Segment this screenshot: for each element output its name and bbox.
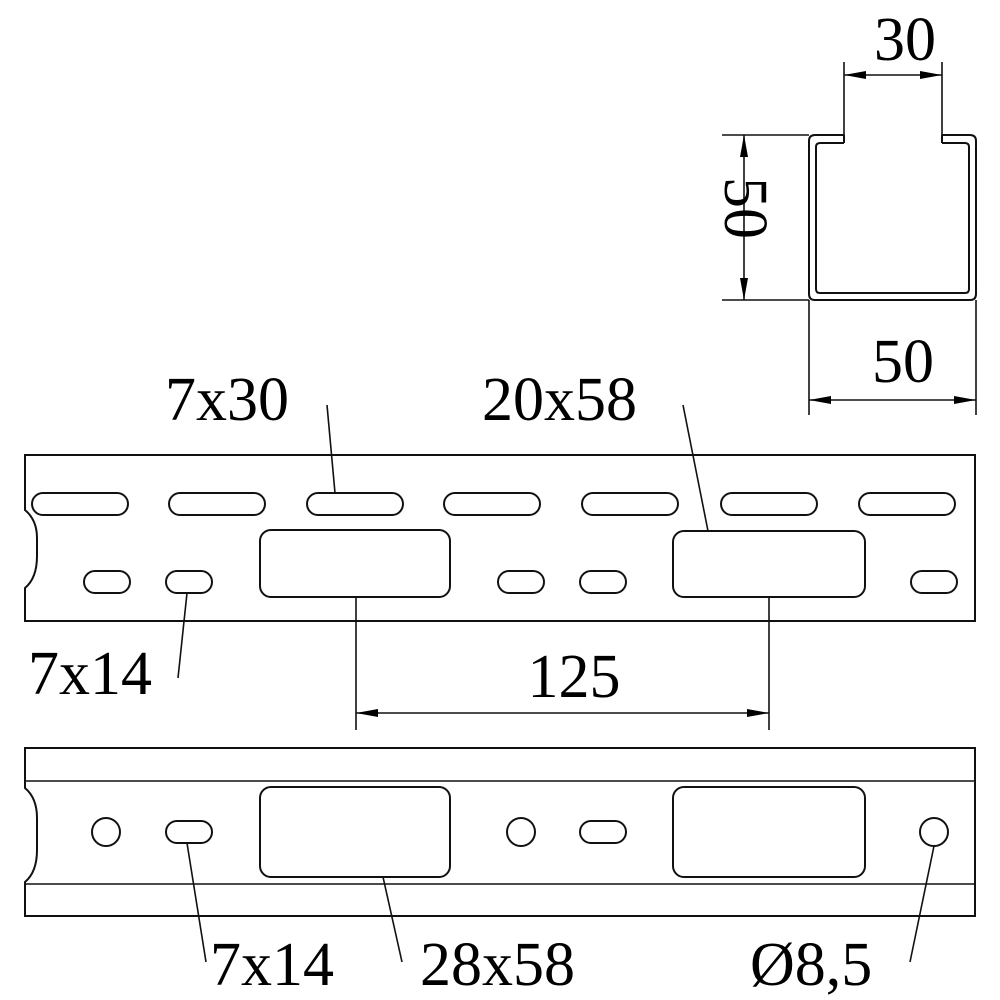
large-window <box>672 530 866 598</box>
callout-large-window-bottom: 28x58 <box>382 876 575 999</box>
arrowhead <box>844 71 866 79</box>
leader-line <box>326 404 336 494</box>
short-slot <box>83 570 131 594</box>
pitch-dimension-label: 125 <box>528 643 621 711</box>
profile-height-dimension-label: 50 <box>711 177 779 239</box>
large-window <box>672 786 866 878</box>
callout-long-slot: 7x30 <box>165 366 336 494</box>
long-slot <box>720 492 818 516</box>
round-hole <box>506 817 536 847</box>
callout-short-slot-top: 7x14 <box>28 592 188 708</box>
dimension-profile-width: 50 <box>808 300 977 415</box>
large-window <box>259 786 451 878</box>
arrowhead <box>356 709 378 717</box>
round-hole <box>91 817 121 847</box>
bottom-strip-view <box>24 747 976 917</box>
profile-cross-section <box>808 134 977 301</box>
profile-outer-outline <box>808 134 977 301</box>
long-slot <box>168 492 266 516</box>
short-slot <box>165 570 213 594</box>
long-slot <box>31 492 129 516</box>
arrowhead <box>954 396 976 404</box>
round-hole <box>919 817 949 847</box>
short-slot <box>165 820 213 844</box>
top-opening-dimension-label: 30 <box>874 6 936 74</box>
dimension-top-opening: 30 <box>843 6 943 135</box>
callout-round-hole: Ø8,5 <box>750 845 935 999</box>
short-slot-row <box>83 570 958 594</box>
long-slot <box>581 492 679 516</box>
arrowhead <box>740 278 748 300</box>
short-slot <box>910 570 958 594</box>
dimension-pitch: 125 <box>355 597 770 730</box>
short-slot-label: 7x14 <box>28 640 152 708</box>
arrowhead <box>920 71 942 79</box>
top-strip-view <box>24 454 976 622</box>
long-slot <box>306 492 404 516</box>
long-slot <box>443 492 541 516</box>
callout-large-window-top: 20x58 <box>482 366 709 532</box>
bottom-strip-outline <box>24 747 976 917</box>
leader-line <box>186 842 207 963</box>
arrowhead <box>747 709 769 717</box>
top-strip-outline <box>24 454 976 622</box>
arrowhead <box>809 396 831 404</box>
leader-line <box>909 845 935 963</box>
round-hole-label: Ø8,5 <box>750 931 872 999</box>
large-window-label: 20x58 <box>482 366 637 434</box>
short-slot-label: 7x14 <box>210 931 334 999</box>
short-slot <box>579 820 627 844</box>
long-slot-label: 7x30 <box>165 366 289 434</box>
profile-inner-outline <box>815 142 970 294</box>
leader-line <box>682 404 709 532</box>
long-slot <box>858 492 956 516</box>
profile-width-dimension-label: 50 <box>872 328 934 396</box>
short-slot <box>579 570 627 594</box>
dimension-profile-height: 50 <box>711 134 809 301</box>
long-slot-row <box>31 492 956 516</box>
large-window-label: 28x58 <box>420 931 575 999</box>
arrowhead <box>740 135 748 157</box>
large-window <box>259 529 451 598</box>
short-slot <box>497 570 545 594</box>
callout-short-slot-bottom: 7x14 <box>186 842 334 999</box>
leader-line <box>177 592 188 679</box>
leader-line <box>382 876 403 963</box>
